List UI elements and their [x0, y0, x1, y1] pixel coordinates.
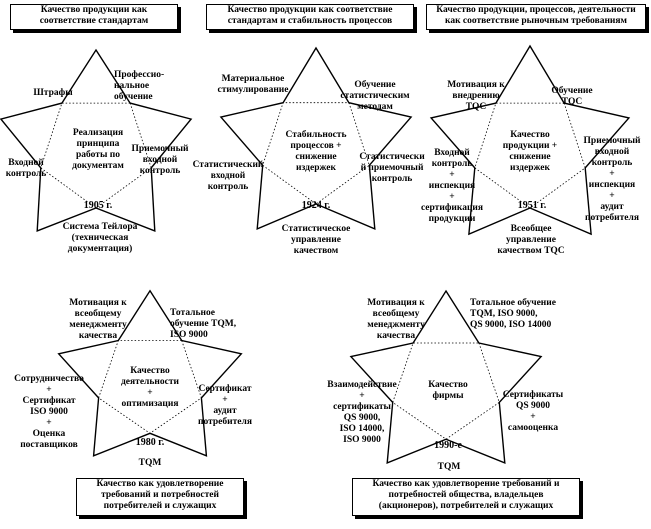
star-2-spoke: [369, 116, 412, 166]
star-1-spoke: [37, 207, 97, 232]
star-3-spoke: [584, 117, 630, 169]
star-5-spoke: [387, 438, 447, 464]
stage-2-center: Стабильность процессов + снижение издерж…: [285, 130, 347, 173]
stage-2-label-top-right: Обучение статистическим методам: [340, 80, 410, 112]
stage-2-header: Качество продукции как соответствие стан…: [206, 4, 414, 30]
star-1-spoke: [0, 118, 42, 169]
stage-4-year: 1980 г.: [135, 437, 165, 448]
stage-3-label-top-right: Обучение TQC: [551, 86, 593, 107]
star-3-spoke: [529, 45, 565, 104]
stage-2-bottom: Статистическое управление качеством: [281, 224, 351, 256]
stage-4-label-left: Сотрудничество + Сертификат ISO 9000 + О…: [14, 374, 84, 450]
star-2-spoke: [220, 116, 263, 166]
star-5-inner-pentagon: [392, 342, 500, 440]
star-4-spoke: [201, 353, 242, 399]
stage-3-label-top-left: Мотивация к внедрению TQC: [447, 80, 505, 112]
star-2-spoke: [282, 47, 317, 103]
star-1-spoke: [36, 167, 42, 231]
star-4-spoke: [58, 353, 99, 399]
star-3-spoke: [529, 207, 592, 235]
star-2-spoke: [315, 47, 350, 103]
stage-5-label-top-left: Мотивация к всеобщему менеджменту качест…: [367, 298, 425, 341]
stage-4-bottom: TQM: [138, 458, 162, 468]
star-4-inner-pentagon: [98, 340, 202, 434]
stage-1-year: 1905 г.: [83, 200, 113, 211]
star-1-spoke: [150, 167, 156, 231]
stage-5-bottom: TQM: [437, 462, 461, 472]
stage-1-label-right: Приемочный входной контроль: [131, 144, 189, 176]
star-5-spoke: [350, 342, 414, 357]
star-3-spoke: [431, 102, 496, 119]
star-1-spoke: [61, 49, 97, 104]
stage-2-label-right: Статистически й приемочный контроль: [359, 152, 425, 184]
stage-3-bottom: Всеобщее управление качеством TQC: [497, 224, 565, 256]
star-2-spoke: [220, 102, 284, 118]
stage-3-center: Качество продукции + снижение издержек: [502, 130, 558, 173]
star-3-spoke: [584, 167, 592, 235]
stage-5-year: 1990-е: [434, 440, 462, 451]
stage-4-label-top-left: Мотивация к всеобщему менеджменту качест…: [69, 298, 127, 341]
stage-4-label-right: Сертификат + аудит потребителя: [198, 384, 252, 427]
star-4-spoke: [201, 397, 207, 456]
star-2-inner-pentagon: [262, 102, 370, 205]
stage-2-label-top-left: Материальное стимулирование: [217, 74, 289, 95]
stage-1-label-left: Входной контроль: [5, 158, 47, 179]
star-2-spoke: [348, 102, 412, 118]
stage-5-label-right: Сертификаты QS 9000 + самооценка: [502, 390, 564, 433]
stage-2-label-left: Статистический входной контроль: [192, 160, 264, 192]
star-2-spoke: [256, 165, 263, 229]
star-3-spoke: [564, 102, 629, 119]
star-1-spoke: [0, 102, 62, 120]
star-5-spoke: [445, 438, 505, 464]
stage-1-label-top-right: Профессио- нальное обучение: [114, 70, 165, 102]
star-2-spoke: [315, 203, 375, 230]
star-3-spoke: [468, 207, 531, 235]
star-3-spoke: [495, 45, 531, 104]
star-4-spoke: [93, 397, 99, 456]
star-4-spoke: [149, 290, 182, 341]
stage-4-center: Качество деятельности + оптимизация: [121, 366, 179, 409]
stage-1-header: Качество продукции как соответствие стан…: [10, 4, 178, 30]
stage-3-year: 1951 г.: [517, 200, 547, 211]
star-5-spoke: [478, 342, 542, 357]
stage-5-label-left: Взаимодействие + сертификаты QS 9000, IS…: [327, 380, 397, 445]
star-1-spoke: [95, 49, 131, 104]
stage-3-label-right: Приемочный входной контроль + инспекция …: [583, 136, 641, 223]
star-3-spoke: [468, 167, 476, 235]
star-1-inner-pentagon: [40, 102, 152, 209]
star-1-spoke: [150, 118, 192, 169]
stage-2-year: 1924 г.: [301, 200, 331, 211]
stage-1-bottom: Система Тейлора (техническая документаци…: [62, 222, 138, 254]
stage-4-label-top-right: Тотальное обучение TQM, ISO 9000: [170, 308, 237, 340]
star-1-spoke: [130, 102, 192, 120]
star-4-spoke: [118, 290, 151, 341]
star-2-spoke: [369, 165, 376, 229]
stage-1-center: Реализация принципа работы по документам: [72, 128, 124, 171]
stage-5-center: Качество фирмы: [428, 380, 468, 401]
stage-1-label-top-left: Штрафы: [33, 88, 73, 98]
star-1-spoke: [95, 207, 155, 232]
star-3-inner-pentagon: [474, 102, 586, 209]
star-3-spoke: [430, 117, 476, 169]
stage-3-label-left: Входной контроль + инспекция + сертифика…: [420, 148, 484, 224]
stage-3-header: Качество продукции, процессов, деятельно…: [426, 4, 646, 30]
stage-5-label-top-right: Тотальное обучение TQM, ISO 9000, QS 900…: [470, 298, 556, 330]
stage-4-header: Качество как удовлетворение требований и…: [76, 478, 244, 516]
star-2-spoke: [257, 203, 317, 230]
stage-5-header: Качество как удовлетворение требований и…: [352, 478, 580, 516]
